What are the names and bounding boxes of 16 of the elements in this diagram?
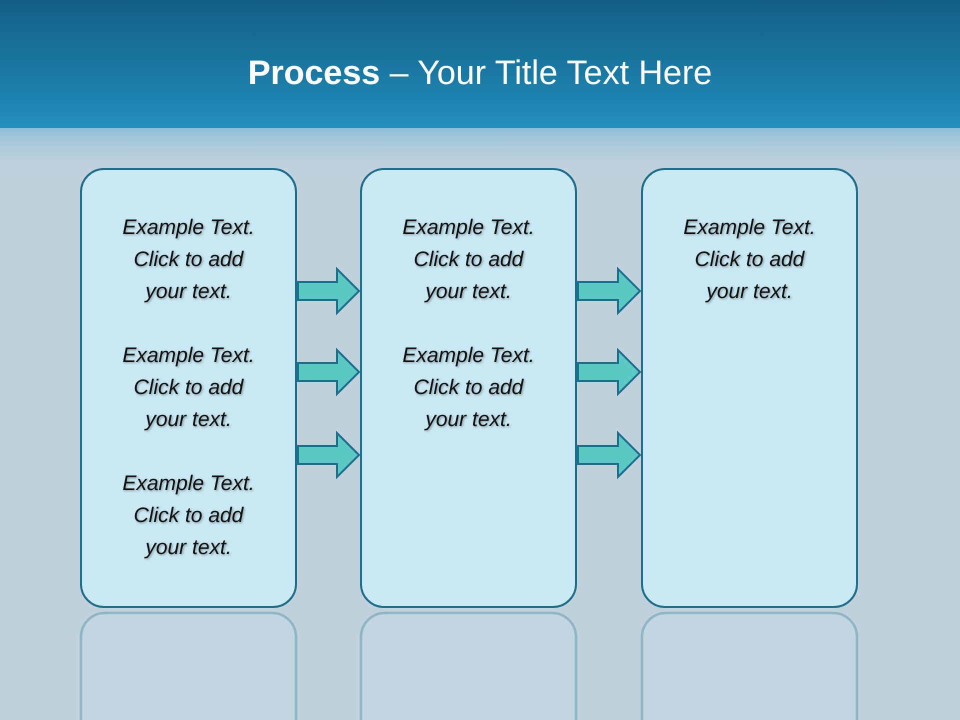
body-text: Example Text. Click to add your text. xyxy=(121,343,256,433)
block-arrow xyxy=(297,430,360,480)
body-text: Example Text. Click to add your text. xyxy=(121,215,256,305)
body-text: Example Text. Click to add your text. xyxy=(401,215,536,305)
block-arrow xyxy=(577,430,642,480)
process-box xyxy=(641,168,858,608)
body-text: Example Text. Click to add your text. xyxy=(401,343,536,433)
body-text: Example Text. Click to add your text. xyxy=(682,215,817,305)
process-box xyxy=(80,168,297,608)
block-arrow xyxy=(297,266,360,316)
body-text: Example Text. Click to add your text. xyxy=(121,471,256,561)
block-arrow xyxy=(297,348,360,396)
block-arrow xyxy=(577,348,642,396)
slide-title: Process – Your Title Text Here xyxy=(246,54,714,93)
block-arrow xyxy=(577,266,642,316)
process-box xyxy=(360,168,577,608)
